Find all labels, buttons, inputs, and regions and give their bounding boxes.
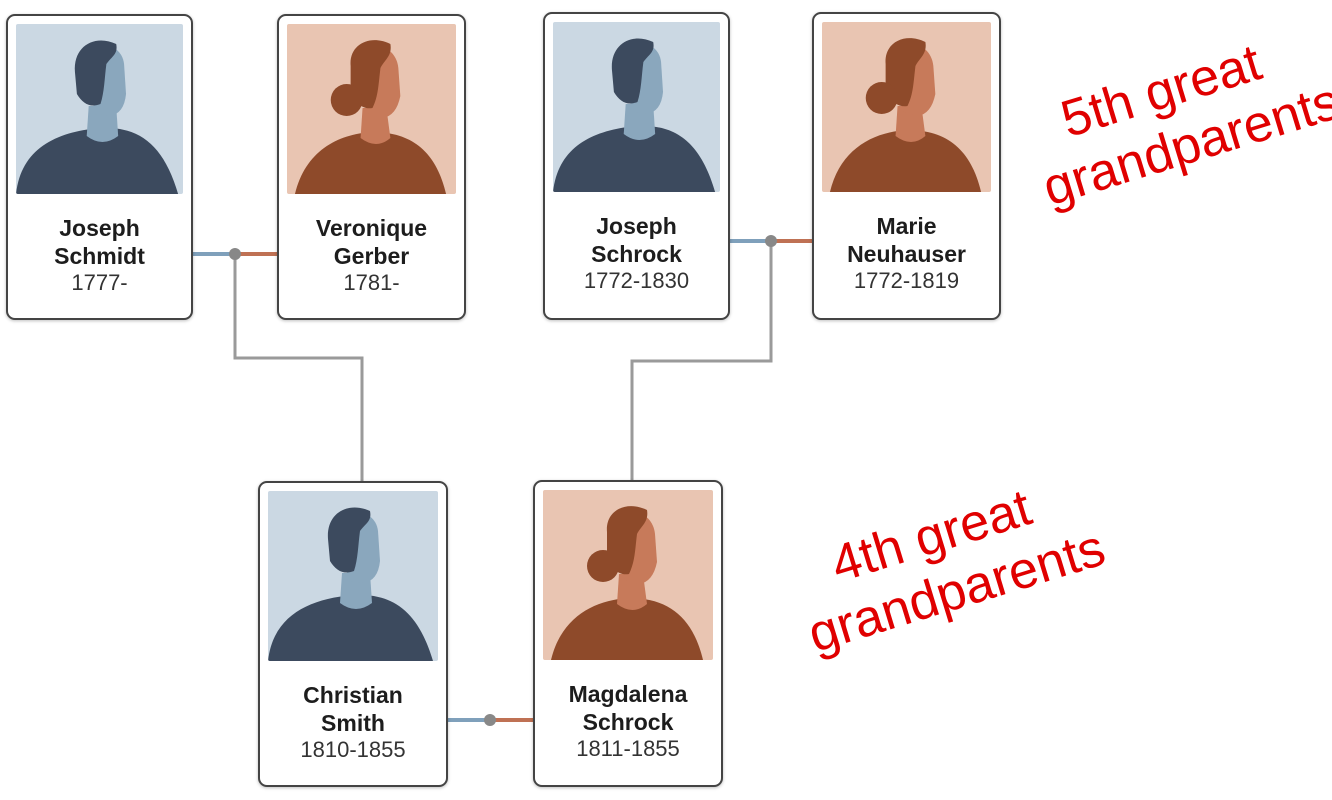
person-dates: 1810-1855 [300, 737, 406, 762]
person-name: Marie Neuhauser [847, 213, 966, 267]
person-name: Veronique Gerber [315, 215, 428, 269]
female-avatar-icon [822, 22, 991, 192]
person-dates: 1772-1819 [853, 268, 960, 293]
descent-line [233, 254, 364, 481]
person-name: Joseph Schrock [591, 213, 682, 267]
person-card-joseph-schrock[interactable]: Joseph Schrock 1772-1830 [543, 12, 730, 320]
person-card-marie-neuhauser[interactable]: Marie Neuhauser 1772-1819 [812, 12, 1001, 320]
union-dot [765, 235, 777, 247]
person-name: Magdalena Schrock [568, 681, 688, 735]
female-avatar-icon [543, 490, 713, 660]
union-dot [484, 714, 496, 726]
person-name: Christian Smith [303, 682, 403, 736]
person-card-joseph-schmidt[interactable]: Joseph Schmidt 1777- [6, 14, 193, 320]
male-avatar-icon [553, 22, 720, 192]
person-dates: 1772-1830 [583, 268, 690, 293]
female-avatar-icon [287, 24, 456, 194]
union-dot [229, 248, 241, 260]
person-name: Joseph Schmidt [54, 215, 145, 269]
descent-line [630, 241, 773, 480]
person-dates: 1777- [71, 270, 128, 295]
person-dates: 1781- [343, 270, 400, 295]
person-card-magdalena-schrock[interactable]: Magdalena Schrock 1811-1855 [533, 480, 723, 787]
person-card-christian-smith[interactable]: Christian Smith 1810-1855 [258, 481, 448, 787]
person-card-veronique-gerber[interactable]: Veronique Gerber 1781- [277, 14, 466, 320]
male-avatar-icon [268, 491, 438, 661]
male-avatar-icon [16, 24, 183, 194]
person-dates: 1811-1855 [576, 736, 680, 761]
